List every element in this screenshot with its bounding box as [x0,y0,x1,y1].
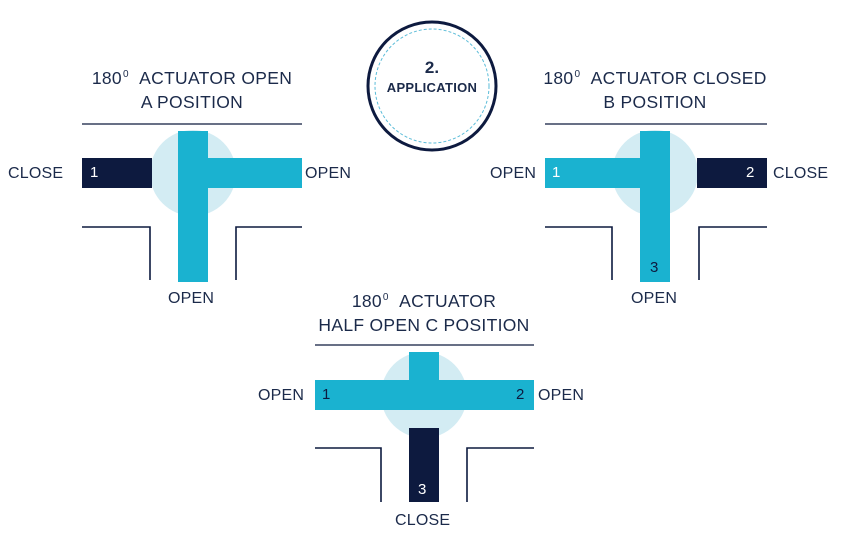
diagram-b-title: 1800 ACTUATOR CLOSED B POSITION [515,63,795,114]
diagram-b-title-line2: B POSITION [603,92,707,112]
diagram-a [82,123,302,282]
flow-path-a-vertical [178,131,208,282]
diagram-b-bottom-label: OPEN [631,290,678,307]
diagram-c [315,344,534,502]
diagram-b-port-1: 1 [552,164,561,181]
badge-outer-ring [366,20,498,152]
badge-inner-dashed-ring [374,28,490,144]
diagram-c-right-label: OPEN [538,387,585,404]
flow-path-b-vertical [640,131,670,282]
diagram-c-left-label: OPEN [258,387,305,404]
diagram-a-title-line1: 1800 ACTUATOR OPEN [91,68,293,88]
flow-path-c-top [409,352,439,397]
diagram-c-title: 1800 ACTUATOR HALF OPEN C POSITION [284,286,564,337]
diagram-c-port-2: 2 [516,386,525,403]
flow-path-a-right [178,158,302,188]
closed-port-c-bottom [409,428,439,502]
diagram-b-port-3: 3 [650,259,659,276]
diagram-a-title: 1800 ACTUATOR OPEN A POSITION [52,63,332,114]
diagram-c-title-line1: 1800 ACTUATOR [351,291,497,311]
application-badge [366,20,498,152]
closed-port-b-right [697,158,767,188]
diagram-b-left-label: OPEN [490,165,537,182]
closed-port-a-left [82,158,152,188]
pipe-corner-left-a [82,226,151,280]
pipe-corner-left-c [315,447,382,502]
pipe-corner-left-b [545,226,613,280]
pipe-corner-right-c [466,447,534,502]
diagram-a-bottom-label: OPEN [168,290,215,307]
diagram-c-port-1: 1 [322,386,331,403]
diagram-b [545,123,767,282]
badge-number: 2. [424,58,440,77]
badge-label: APPLICATION [386,80,478,95]
diagram-b-right-label: CLOSE [773,165,829,182]
diagram-a-right-label: OPEN [305,165,352,182]
diagram-c-title-line2: HALF OPEN C POSITION [318,315,530,335]
diagram-b-title-line1: 1800 ACTUATOR CLOSED [543,68,767,88]
diagram-a-title-line2: A POSITION [140,92,244,112]
pipe-corner-right-b [698,226,767,280]
pipe-corner-right-a [235,226,302,280]
diagram-a-left-label: CLOSE [8,165,64,182]
diagram-a-port-1: 1 [90,164,99,181]
diagram-c-bottom-label: CLOSE [395,512,451,529]
diagram-c-port-3: 3 [418,481,427,498]
diagram-b-port-2: 2 [746,164,755,181]
